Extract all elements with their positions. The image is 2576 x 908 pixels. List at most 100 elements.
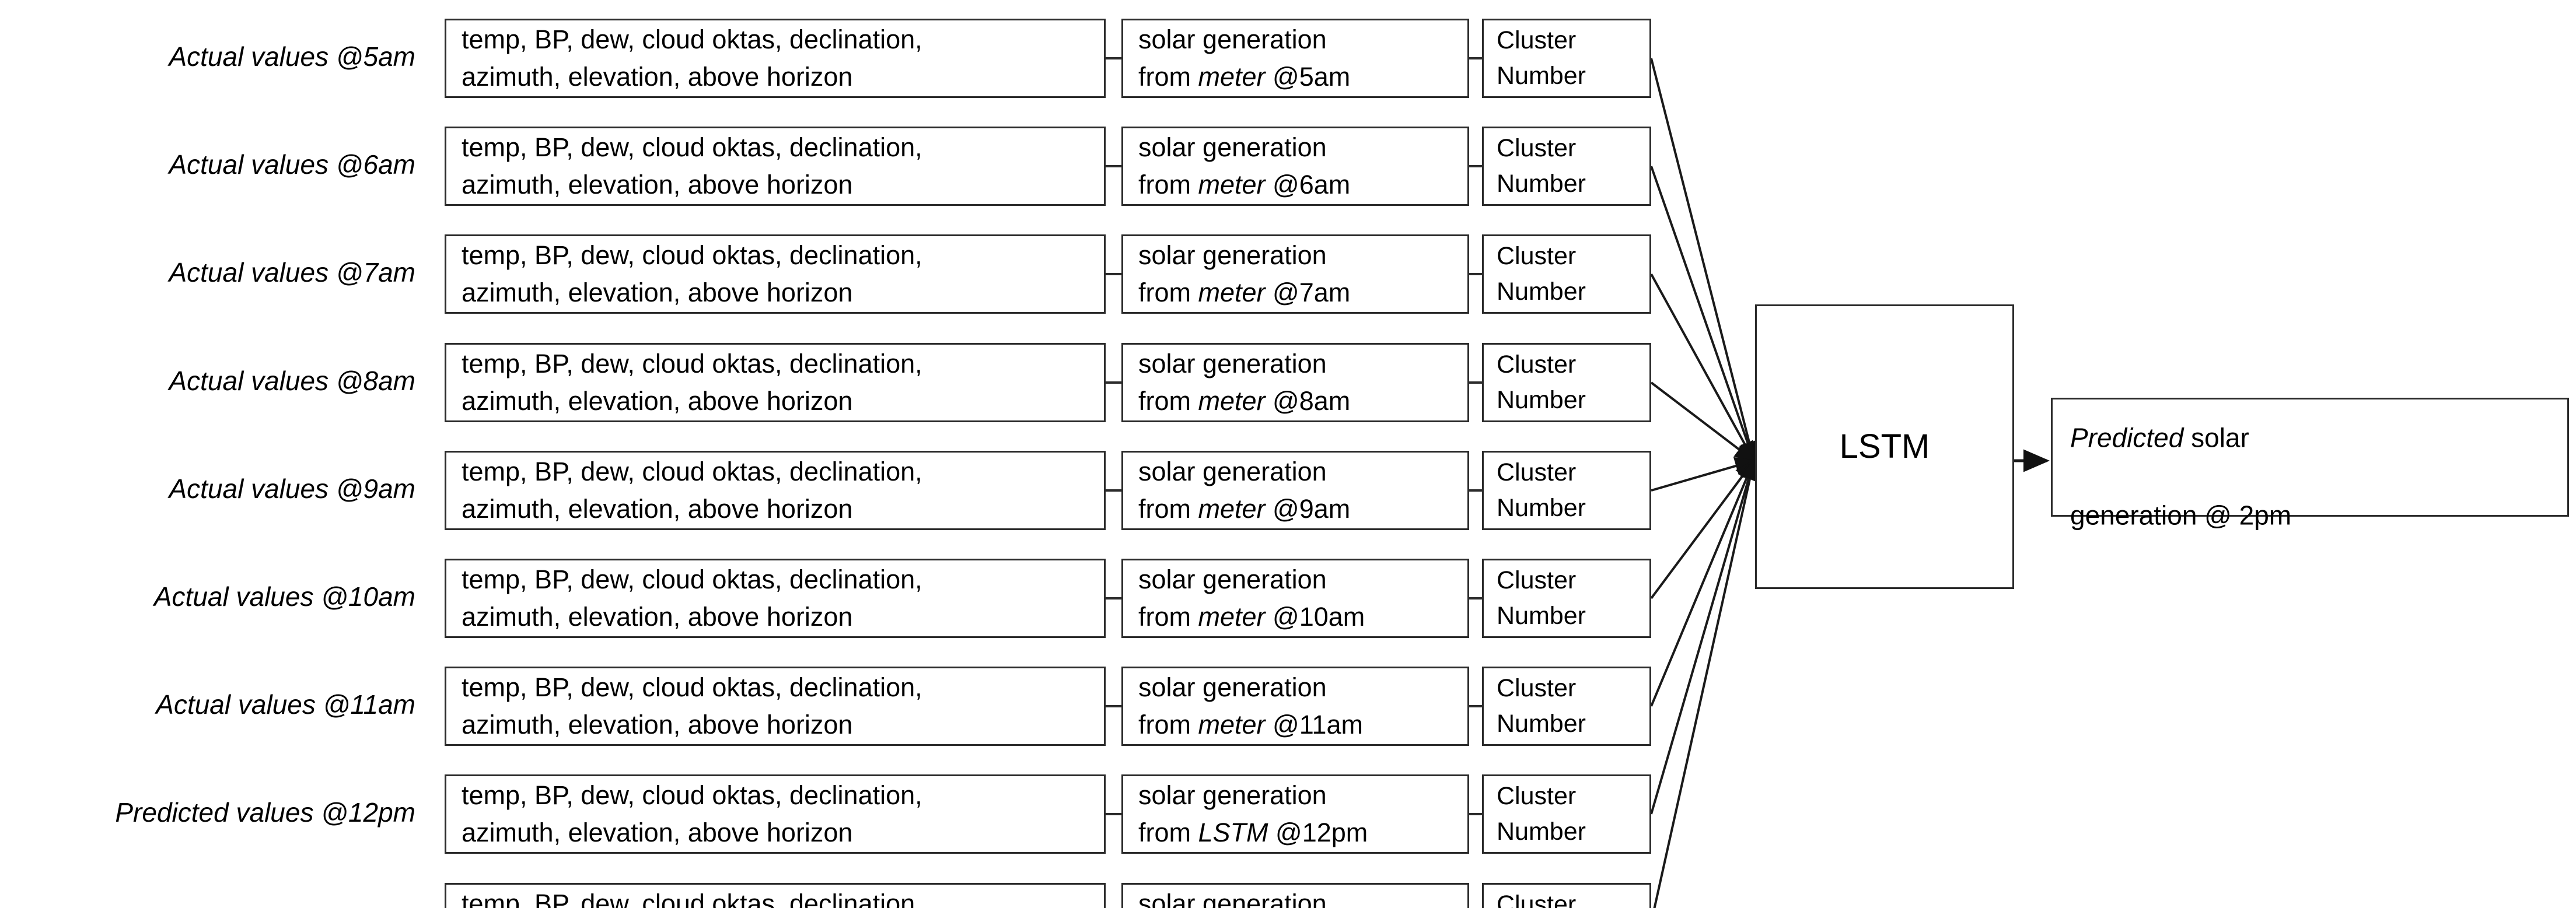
generation-text-2: solar generation from meter @7am xyxy=(1138,237,1459,311)
generation-suffix-3: @8am xyxy=(1265,386,1351,416)
generation-box-6[interactable]: solar generation from meter @11am xyxy=(1121,667,1469,746)
features-text-6: temp, BP, dew, cloud oktas, declination,… xyxy=(462,672,922,739)
generation-text-1: solar generation from meter @6am xyxy=(1138,129,1459,204)
features-text-2: temp, BP, dew, cloud oktas, declination,… xyxy=(462,240,922,307)
generation-source-1: meter xyxy=(1198,170,1266,199)
row-label-2: Actual values @7am xyxy=(169,257,415,288)
cluster-to-lstm-edge-0 xyxy=(1650,58,1759,463)
generation-suffix-4: @9am xyxy=(1265,494,1351,524)
generation-suffix-1: @6am xyxy=(1265,170,1351,199)
cluster-text-8: Cluster Number xyxy=(1497,890,1577,908)
generation-line1-5: solar generation xyxy=(1138,565,1327,595)
features-box-6[interactable]: temp, BP, dew, cloud oktas, declination,… xyxy=(445,667,1106,746)
generation-suffix-2: @7am xyxy=(1265,278,1351,307)
cluster-text-5: Cluster Number xyxy=(1497,566,1586,630)
features-box-5[interactable]: temp, BP, dew, cloud oktas, declination,… xyxy=(445,559,1106,638)
features-text-1: temp, BP, dew, cloud oktas, declination,… xyxy=(462,132,922,199)
features-text-3: temp, BP, dew, cloud oktas, declination,… xyxy=(462,349,922,416)
generation-text-7: solar generation from LSTM @12pm xyxy=(1138,777,1459,851)
cluster-text-4: Cluster Number xyxy=(1497,458,1586,522)
predicted-emphasis: Predicted xyxy=(2070,422,2184,453)
generation-prefix-1: from xyxy=(1138,170,1198,199)
cluster-box-3[interactable]: Cluster Number xyxy=(1482,343,1651,422)
cluster-to-lstm-edge-2 xyxy=(1650,274,1755,463)
generation-line1-7: solar generation xyxy=(1138,780,1327,811)
cluster-box-0[interactable]: Cluster Number xyxy=(1482,19,1651,98)
cluster-text-7: Cluster Number xyxy=(1497,781,1586,846)
generation-source-3: meter xyxy=(1198,386,1266,416)
generation-source-4: meter xyxy=(1198,494,1266,524)
generation-prefix-0: from xyxy=(1138,62,1198,92)
cluster-box-2[interactable]: Cluster Number xyxy=(1482,234,1651,314)
generation-line1-1: solar generation xyxy=(1138,132,1327,163)
features-text-4: temp, BP, dew, cloud oktas, declination,… xyxy=(462,457,922,524)
cluster-to-lstm-edge-4 xyxy=(1651,457,1756,492)
cluster-to-lstm-edge-3 xyxy=(1650,381,1756,462)
features-box-8[interactable]: temp, BP, dew, cloud oktas, declination,… xyxy=(445,883,1106,908)
cluster-text-0: Cluster Number xyxy=(1497,26,1586,90)
generation-source-7: LSTM xyxy=(1198,818,1268,847)
features-text-8: temp, BP, dew, cloud oktas, declination,… xyxy=(462,889,922,908)
generation-text-4: solar generation from meter @9am xyxy=(1138,453,1459,528)
features-box-7[interactable]: temp, BP, dew, cloud oktas, declination,… xyxy=(445,774,1106,854)
row-label-6: Actual values @11am xyxy=(156,689,415,720)
cluster-box-6[interactable]: Cluster Number xyxy=(1482,667,1651,746)
features-text-5: temp, BP, dew, cloud oktas, declination,… xyxy=(462,565,922,632)
features-box-0[interactable]: temp, BP, dew, cloud oktas, declination,… xyxy=(445,19,1106,98)
cluster-to-lstm-edges xyxy=(1650,58,1759,908)
predicted-output-node[interactable]: Predicted solar generation @ 2pm xyxy=(2051,398,2569,531)
generation-line1-2: solar generation xyxy=(1138,240,1327,271)
generation-prefix-4: from xyxy=(1138,494,1198,524)
cluster-text-2: Cluster Number xyxy=(1497,241,1586,306)
cluster-box-8[interactable]: Cluster Number xyxy=(1482,883,1651,908)
predicted-line2: generation @ 2pm xyxy=(2070,500,2292,531)
generation-prefix-6: from xyxy=(1138,710,1198,739)
generation-suffix-0: @5am xyxy=(1265,62,1351,92)
predicted-rest-line1: solar xyxy=(2183,422,2249,453)
cluster-to-lstm-edge-5 xyxy=(1650,458,1756,600)
generation-suffix-7: @12pm xyxy=(1268,818,1368,847)
features-box-2[interactable]: temp, BP, dew, cloud oktas, declination,… xyxy=(445,234,1106,314)
features-box-3[interactable]: temp, BP, dew, cloud oktas, declination,… xyxy=(445,343,1106,422)
generation-source-6: meter xyxy=(1198,710,1266,739)
generation-box-7[interactable]: solar generation from LSTM @12pm xyxy=(1121,774,1469,854)
cluster-box-4[interactable]: Cluster Number xyxy=(1482,451,1651,530)
row-label-7: Predicted values @12pm xyxy=(115,797,415,828)
generation-suffix-6: @11am xyxy=(1265,710,1363,739)
generation-text-6: solar generation from meter @11am xyxy=(1138,669,1459,744)
generation-line1-0: solar generation xyxy=(1138,24,1327,55)
cluster-box-7[interactable]: Cluster Number xyxy=(1482,774,1651,854)
features-text-7: temp, BP, dew, cloud oktas, declination,… xyxy=(462,780,922,847)
generation-source-2: meter xyxy=(1198,278,1266,307)
generation-box-2[interactable]: solar generation from meter @7am xyxy=(1121,234,1469,314)
cluster-to-lstm-edge-7 xyxy=(1650,458,1758,815)
lstm-node[interactable]: LSTM xyxy=(1755,304,2014,589)
generation-source-5: meter xyxy=(1198,602,1266,632)
cluster-box-5[interactable]: Cluster Number xyxy=(1482,559,1651,638)
generation-box-4[interactable]: solar generation from meter @9am xyxy=(1121,451,1469,530)
cluster-text-1: Cluster Number xyxy=(1497,134,1586,198)
generation-box-1[interactable]: solar generation from meter @6am xyxy=(1121,127,1469,206)
generation-prefix-5: from xyxy=(1138,602,1198,632)
features-box-1[interactable]: temp, BP, dew, cloud oktas, declination,… xyxy=(445,127,1106,206)
features-text-0: temp, BP, dew, cloud oktas, declination,… xyxy=(462,24,922,92)
lstm-label: LSTM xyxy=(1839,427,1930,465)
generation-line1-4: solar generation xyxy=(1138,457,1327,487)
generation-line1-6: solar generation xyxy=(1138,672,1327,703)
row-label-3: Actual values @8am xyxy=(169,366,415,396)
generation-prefix-3: from xyxy=(1138,386,1198,416)
generation-prefix-2: from xyxy=(1138,278,1198,307)
generation-prefix-7: from xyxy=(1138,818,1198,847)
features-box-4[interactable]: temp, BP, dew, cloud oktas, declination,… xyxy=(445,451,1106,530)
row-label-1: Actual values @6am xyxy=(169,149,415,180)
cluster-box-1[interactable]: Cluster Number xyxy=(1482,127,1651,206)
